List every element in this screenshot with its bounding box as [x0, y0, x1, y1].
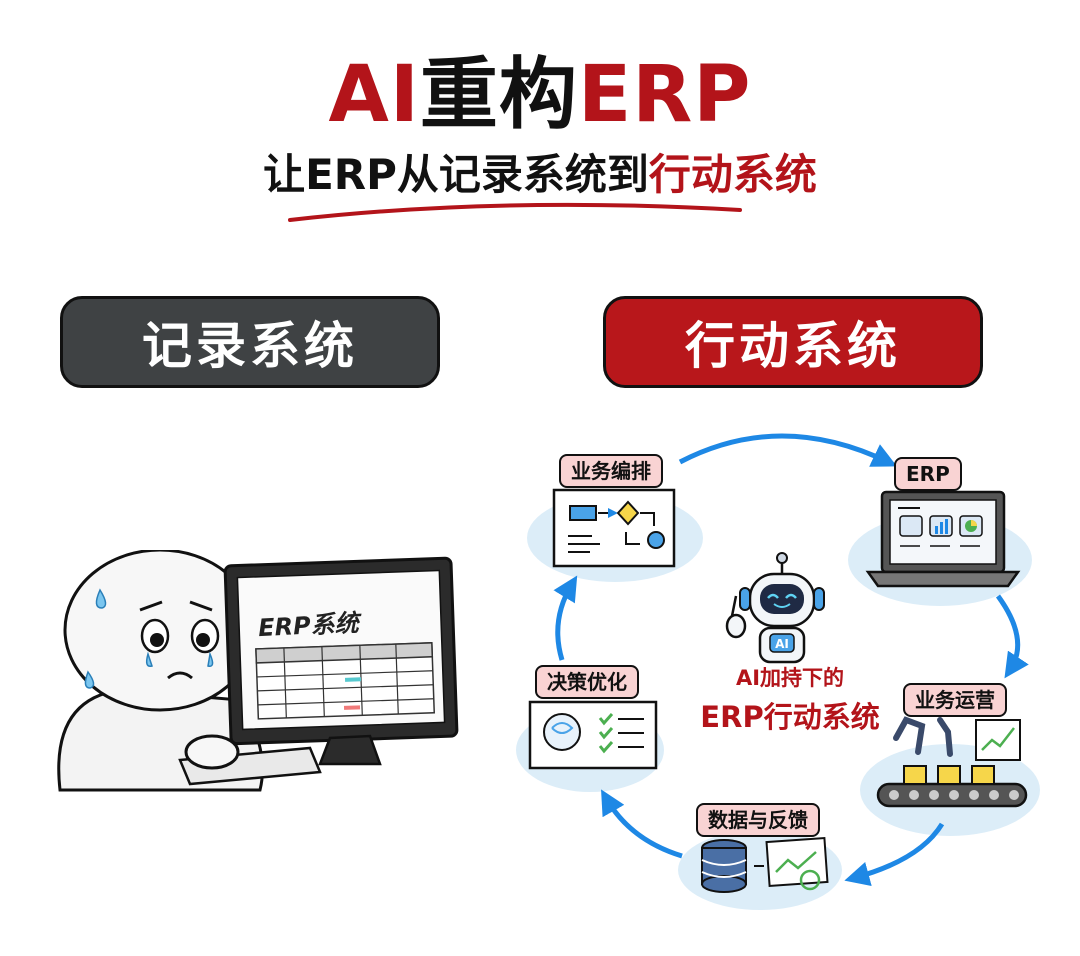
- underline-swoosh: [288, 202, 742, 222]
- database-icon: [701, 836, 829, 893]
- label-decision: 决策优化: [535, 665, 639, 699]
- laptop-icon: [865, 490, 1021, 588]
- conveyor-robot-icon: [876, 716, 1028, 808]
- worried-user-illustration: [57, 550, 459, 792]
- label-orchestration: 业务编排: [559, 454, 663, 488]
- label-operations: 业务运营: [903, 683, 1007, 717]
- arrow-to-operations: [995, 594, 1029, 679]
- arrow-to-decision: [601, 789, 683, 859]
- ai-robot-icon: AI: [725, 552, 825, 664]
- brain-checklist-icon: [528, 700, 658, 770]
- erp-table: [255, 642, 436, 720]
- center-caption-line1: AI加持下的: [735, 666, 845, 690]
- cycle-diagram: AI: [516, 433, 1040, 910]
- record-system-label: 记录系统: [60, 296, 440, 388]
- sweat-drop-icon: [95, 588, 107, 609]
- label-erp: ERP: [894, 457, 962, 491]
- label-data-feedback: 数据与反馈: [696, 803, 820, 837]
- subtitle: 让ERP从记录系统到行动系统: [0, 148, 1080, 202]
- title-ai: AI: [328, 50, 420, 140]
- title-erp: ERP: [577, 50, 752, 140]
- arrow-to-feedback: [844, 822, 945, 887]
- subtitle-prefix: 让ERP从记录系统到: [263, 150, 649, 199]
- main-title: AI重构ERP: [0, 50, 1080, 140]
- arrow-to-erp: [678, 433, 898, 467]
- flowchart-icon: [552, 488, 676, 568]
- arrow-to-orchestration: [553, 575, 578, 661]
- title-restructure: 重构: [419, 50, 578, 140]
- subtitle-highlight: 行动系统: [648, 150, 817, 199]
- robot-badge: AI: [775, 637, 789, 651]
- action-system-label: 行动系统: [603, 296, 983, 388]
- center-caption-line2: ERP行动系统: [700, 700, 880, 734]
- tear-icon: [145, 651, 153, 667]
